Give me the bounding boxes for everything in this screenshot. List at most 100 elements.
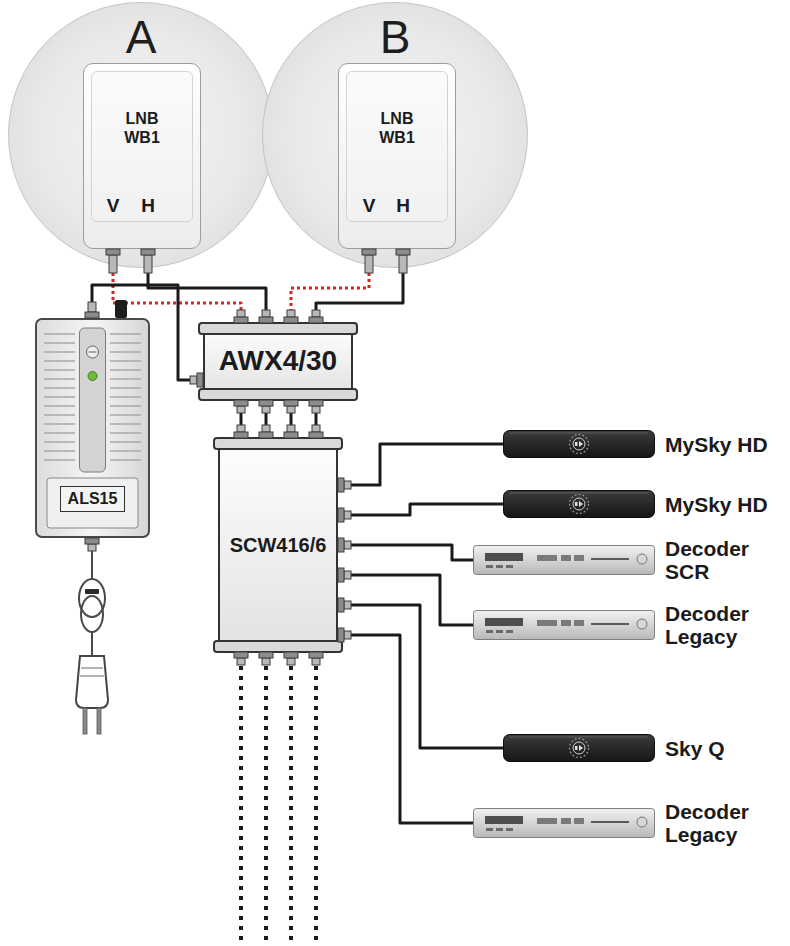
- decoder-body: [474, 611, 655, 640]
- connector-nut: [85, 538, 99, 544]
- polarity-label: H: [134, 195, 162, 217]
- connector-pin: [262, 406, 270, 413]
- decoder-button: [506, 828, 513, 831]
- cooling-fin: [110, 369, 141, 371]
- connector-nut: [309, 400, 323, 406]
- receiver-body: [504, 431, 655, 458]
- decoder-knob: [637, 554, 647, 564]
- satellite-dish: BLNB WB1VH: [262, 2, 528, 268]
- cooling-fin: [110, 378, 141, 380]
- decoder-display: [485, 816, 523, 824]
- decoder-knob: [637, 817, 647, 827]
- connector-nut: [259, 652, 273, 658]
- connector-pin: [344, 511, 351, 519]
- f-connector: [338, 628, 351, 642]
- coax-cable: [338, 575, 473, 625]
- als-label-area: ALS15: [35, 486, 150, 512]
- cable-tie: [85, 589, 99, 594]
- receiver-button: [573, 742, 585, 754]
- f-connector: [309, 310, 323, 323]
- cooling-fin: [110, 360, 141, 362]
- f-connector: [234, 310, 248, 323]
- receiver: MySky HD: [503, 430, 768, 458]
- connector-nut: [338, 568, 344, 582]
- f-connector: [338, 538, 351, 552]
- connector-nut: [259, 317, 273, 323]
- connector-pin: [262, 425, 270, 432]
- receiver-button-ring: [570, 739, 589, 758]
- decoder-display: [485, 618, 523, 626]
- connector-nut: [284, 400, 298, 406]
- f-connector: [85, 538, 99, 551]
- cooling-fin: [110, 333, 141, 335]
- connector-nut: [284, 652, 298, 658]
- satellite-dish: ALNB WB1VH: [8, 2, 274, 268]
- f-connector: [234, 652, 248, 665]
- f-connector: [259, 425, 273, 438]
- f-connector: [338, 568, 351, 582]
- decoder-button: [486, 828, 493, 831]
- connector-nut: [234, 317, 248, 323]
- receiver-icon: [579, 745, 583, 751]
- mounting-flange: [214, 641, 342, 652]
- scr-multiswitch: SCW416/6: [218, 440, 338, 650]
- connector-nut: [284, 317, 298, 323]
- receiver-label: Decoder Legacy: [665, 602, 755, 648]
- f-connector: [234, 425, 248, 438]
- cooling-fin: [44, 414, 75, 416]
- cooling-fin: [110, 441, 141, 443]
- connector-nut: [309, 432, 323, 438]
- lnb-converter: LNB WB1VH: [338, 63, 456, 273]
- f-connector: [259, 400, 273, 413]
- connector-nut: [338, 598, 344, 612]
- screw-slot: [89, 352, 97, 353]
- model-label: ALS15: [60, 486, 126, 512]
- connector-pin: [399, 255, 407, 273]
- decoder-slot: [591, 623, 629, 625]
- decoder-panel: [537, 620, 557, 626]
- lnb-label-area: LNB WB1: [83, 109, 201, 147]
- plug-pin: [83, 708, 87, 734]
- front-strip: [80, 328, 106, 472]
- cooling-fin: [110, 450, 141, 452]
- f-connector: [259, 310, 273, 323]
- decoder-body: [474, 809, 655, 838]
- connector-pin: [344, 631, 351, 639]
- connector-pin: [144, 255, 152, 273]
- coax-cable: [338, 444, 503, 485]
- dish-letter: B: [263, 11, 527, 63]
- cooling-fin: [44, 369, 75, 371]
- device-detail: [338, 63, 456, 273]
- label-plate: [47, 478, 138, 528]
- receiver-icon: [579, 441, 583, 447]
- f-connector: [338, 508, 351, 522]
- unit-label-area: SCW416/6: [230, 534, 327, 556]
- connector-nut: [259, 432, 273, 438]
- connector-pin: [312, 310, 320, 317]
- sky-receiver: [503, 490, 655, 518]
- decoder-button: [496, 630, 503, 633]
- outgoing-cable: [314, 666, 318, 946]
- cooling-fin: [44, 459, 75, 461]
- decoder-panel: [537, 555, 557, 561]
- sky-receiver: [503, 734, 655, 762]
- f-connector: [362, 249, 376, 273]
- cooling-fin: [44, 360, 75, 362]
- f-connector: [309, 400, 323, 413]
- f-connector: [106, 249, 120, 273]
- device-detail: [83, 63, 201, 273]
- connector-pin: [287, 425, 295, 432]
- decoder-panel: [574, 620, 584, 626]
- f-connector: [141, 249, 155, 273]
- cooling-fin: [44, 387, 75, 389]
- cooling-fin: [110, 351, 141, 353]
- cooling-fin: [44, 342, 75, 344]
- receiver-highlight: [510, 493, 648, 494]
- cooling-fin: [44, 396, 75, 398]
- mounting-flange: [199, 389, 357, 400]
- connector-pin: [312, 658, 320, 665]
- decoder-panel: [574, 555, 584, 561]
- dish-label-area: A: [9, 11, 273, 63]
- screw: [87, 346, 99, 358]
- vertical-polarity-cable: [291, 273, 369, 325]
